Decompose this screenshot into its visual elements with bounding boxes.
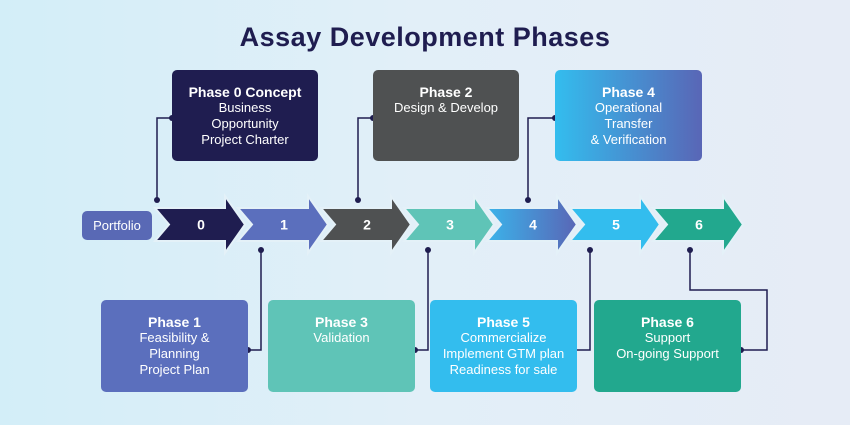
phase-line: Readiness for sale [449, 362, 558, 377]
phase-line: Design & Develop [393, 100, 499, 115]
step-arrow-0[interactable] [152, 192, 247, 257]
phase-line: Validation [313, 330, 370, 345]
phase-5-box[interactable]: Phase 5 Commercialize Implement GTM plan… [430, 300, 577, 392]
phase-line: Planning [149, 346, 200, 361]
phase-4-box[interactable]: Phase 4 Operational Transfer & Verificat… [555, 70, 702, 161]
diagram-title: Assay Development Phases [239, 22, 611, 52]
phase-heading: Phase 2 [419, 84, 473, 100]
step-arrow-label: 1 [280, 217, 288, 233]
phase-heading: Phase 3 [315, 314, 368, 330]
phase-line: Project Charter [201, 132, 289, 147]
connector-phase1 [248, 250, 262, 351]
phase-heading: Phase 4 [602, 84, 655, 100]
connector-phase3 [415, 250, 429, 351]
phase-line: Support [644, 330, 691, 345]
phase-line: Transfer [604, 116, 653, 131]
step-arrow-label: 3 [446, 217, 454, 233]
step-arrow-1[interactable] [235, 192, 330, 257]
phase-heading: Phase 5 [477, 314, 530, 330]
phase-3-box[interactable]: Phase 3 Validation [268, 300, 415, 392]
phase-6-box[interactable]: Phase 6 Support On-going Support [594, 300, 741, 392]
step-arrow-5[interactable] [567, 192, 662, 257]
step-arrow-label: 5 [612, 217, 620, 233]
phase-line: Operational [594, 100, 663, 115]
phase-line: & Verification [590, 132, 667, 147]
connector-phase6 [689, 250, 768, 351]
phase-2-box[interactable]: Phase 2 Design & Develop [373, 70, 519, 161]
phase-1-box[interactable]: Phase 1 Feasibility & Planning Project P… [101, 300, 248, 392]
phase-line: Implement GTM plan [442, 346, 565, 361]
phase-0-box[interactable]: Phase 0 Concept Business Opportunity Pro… [172, 70, 318, 161]
phase-heading: Phase 6 [641, 314, 694, 330]
step-arrow-2[interactable] [318, 192, 413, 257]
connector-phase0 [156, 117, 172, 200]
step-arrow-label: 0 [197, 217, 205, 233]
phase-line: Feasibility & [139, 330, 210, 345]
phase-line: Business [218, 100, 272, 115]
phase-line: Project Plan [139, 362, 210, 377]
step-arrow-3[interactable] [401, 192, 496, 257]
step-arrow-label: 2 [363, 217, 371, 233]
step-arrow-label: 4 [529, 217, 537, 233]
phase-line: On-going Support [616, 346, 719, 361]
phase-heading: Phase 0 Concept [188, 84, 302, 100]
portfolio-button[interactable]: Portfolio [82, 211, 152, 240]
connector-phase5 [577, 250, 591, 351]
phase-line: Opportunity [211, 116, 279, 131]
step-arrow-label: 6 [695, 217, 703, 233]
phase-heading: Phase 1 [148, 314, 201, 330]
connector-phase4 [527, 117, 555, 200]
step-arrow-4[interactable] [484, 192, 579, 257]
step-arrow-6[interactable] [650, 192, 745, 257]
connector-phase2 [357, 117, 373, 200]
phase-line: Commercialize [460, 330, 547, 345]
